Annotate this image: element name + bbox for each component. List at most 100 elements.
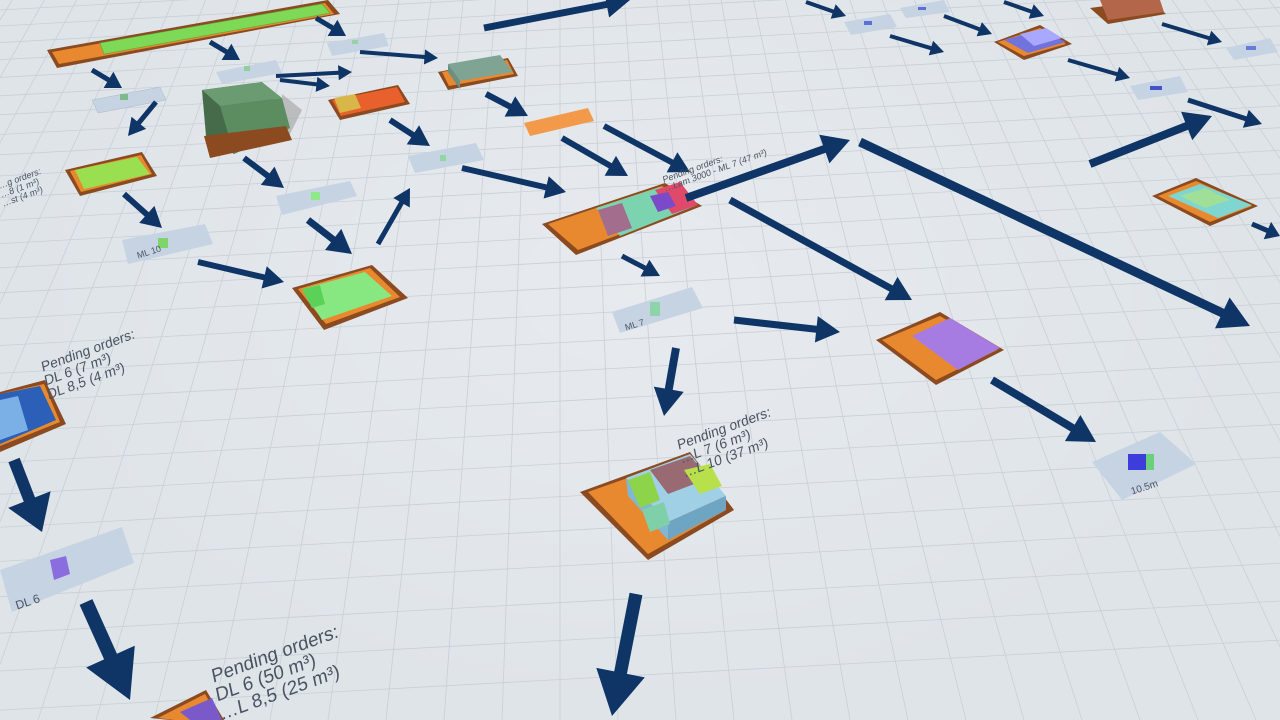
sensor-plate-top-right-2[interactable] <box>900 0 950 18</box>
sensor-plate-mid[interactable] <box>408 143 484 173</box>
grid-line <box>95 0 303 720</box>
grid-line <box>0 248 1280 320</box>
buffer-center-green[interactable] <box>292 265 408 330</box>
flow-arrow <box>1251 221 1280 240</box>
flow-arrow <box>653 347 684 416</box>
sensor-plate-top-3[interactable] <box>327 33 389 56</box>
buffer-center-main[interactable] <box>542 182 702 255</box>
flow-arrow <box>388 117 430 146</box>
buffer-right-purple[interactable] <box>876 312 1004 385</box>
flow-arrow <box>1088 111 1212 168</box>
buffer-left-blue[interactable] <box>0 380 66 452</box>
buffer-center-large-stack[interactable] <box>580 452 734 560</box>
flow-arrow <box>208 39 240 60</box>
grid-line <box>0 600 1280 672</box>
flow-arrow <box>1003 0 1044 19</box>
grid-line <box>385 0 464 720</box>
sensor-plate-10-5m[interactable] <box>1092 432 1196 500</box>
grid-line <box>211 0 368 720</box>
buffer-top-right-brown[interactable] <box>1090 0 1166 24</box>
grid-line <box>881 0 1141 720</box>
sensor-plate-right-2[interactable] <box>1226 38 1278 60</box>
flow-arrow <box>889 34 944 56</box>
flow-arrow <box>242 155 284 188</box>
sensor-plate-dl6[interactable] <box>0 527 134 612</box>
buffer-top-left-long[interactable] <box>47 0 340 68</box>
storage-tower[interactable] <box>202 82 302 158</box>
flow-arrow <box>314 15 346 36</box>
grid-line <box>443 0 496 720</box>
flow-arrow <box>461 165 566 199</box>
grid-line <box>624 0 677 720</box>
sensor-plate-top-1[interactable] <box>91 86 167 114</box>
flow-arrow <box>275 65 352 81</box>
flow-arrow <box>483 0 630 32</box>
flow-arrow <box>90 67 122 88</box>
grid-line <box>591 0 619 720</box>
grid-line <box>0 149 1280 221</box>
grid-line <box>327 0 432 720</box>
grid-line <box>501 0 529 720</box>
flow-arrow <box>684 134 850 202</box>
flow-arrow <box>8 457 51 532</box>
grid-line <box>688 0 793 720</box>
grid-line <box>1010 0 1280 538</box>
flow-arrow <box>197 259 284 289</box>
buffer-top-gray[interactable] <box>438 55 518 90</box>
flow-arrows <box>8 0 1280 716</box>
grid-line <box>656 0 735 720</box>
sensor-plate-top-right-1[interactable] <box>844 14 897 35</box>
grid-line <box>0 0 206 524</box>
flow-arrow <box>560 135 628 176</box>
grid-line <box>0 105 1280 177</box>
grid-line <box>0 222 1280 294</box>
grid-line <box>978 0 1280 648</box>
buffer-far-right-teal[interactable] <box>1152 178 1258 226</box>
grid-line <box>0 0 1099 61</box>
flow-arrow <box>305 217 352 254</box>
grid-line <box>0 127 1280 199</box>
flow-arrow <box>805 0 846 19</box>
flow-arrow <box>1187 97 1262 128</box>
grid-line <box>0 302 1280 374</box>
flow-arrow <box>1161 22 1222 46</box>
buffer-left-green[interactable] <box>65 152 157 196</box>
grid-line <box>0 197 1280 269</box>
sensor-plate-right-1[interactable] <box>1130 76 1188 100</box>
sensor-plate-mid-2[interactable] <box>276 181 357 215</box>
grid-line <box>914 0 1199 720</box>
grid-line <box>0 0 483 27</box>
flow-arrow <box>484 91 528 117</box>
flow-arrow <box>79 599 135 700</box>
grid-line <box>0 392 1280 463</box>
grid-line <box>0 361 1280 433</box>
flow-arrow <box>122 191 162 228</box>
sensor-plate-top-2[interactable] <box>216 60 282 84</box>
grid-line <box>0 331 1280 403</box>
sensor-plate-orange[interactable] <box>524 108 594 136</box>
flow-arrow <box>128 100 158 136</box>
grid-line <box>817 0 1025 720</box>
buffer-bottom-left[interactable] <box>150 690 224 720</box>
flow-arrow <box>359 49 438 65</box>
grid-line <box>752 0 909 720</box>
flow-arrow <box>858 137 1250 329</box>
flow-arrow <box>990 376 1096 442</box>
flow-arrow <box>943 14 992 37</box>
grid-line <box>37 0 271 720</box>
grid-line <box>0 639 1280 711</box>
flow-arrow <box>596 592 645 716</box>
grid-line <box>0 25 1280 97</box>
buffer-top-right-blue[interactable] <box>994 25 1072 60</box>
sensor-plate-ml10[interactable] <box>122 224 213 264</box>
sensor-plate-ml7[interactable] <box>612 287 703 333</box>
flow-arrow <box>1067 58 1130 82</box>
flow-arrow <box>728 196 912 301</box>
grid-line <box>720 0 851 720</box>
grid-line <box>849 0 1083 720</box>
buffer-orange-top[interactable] <box>328 85 410 120</box>
flow-arrow <box>602 123 690 173</box>
grid-line <box>785 0 967 720</box>
